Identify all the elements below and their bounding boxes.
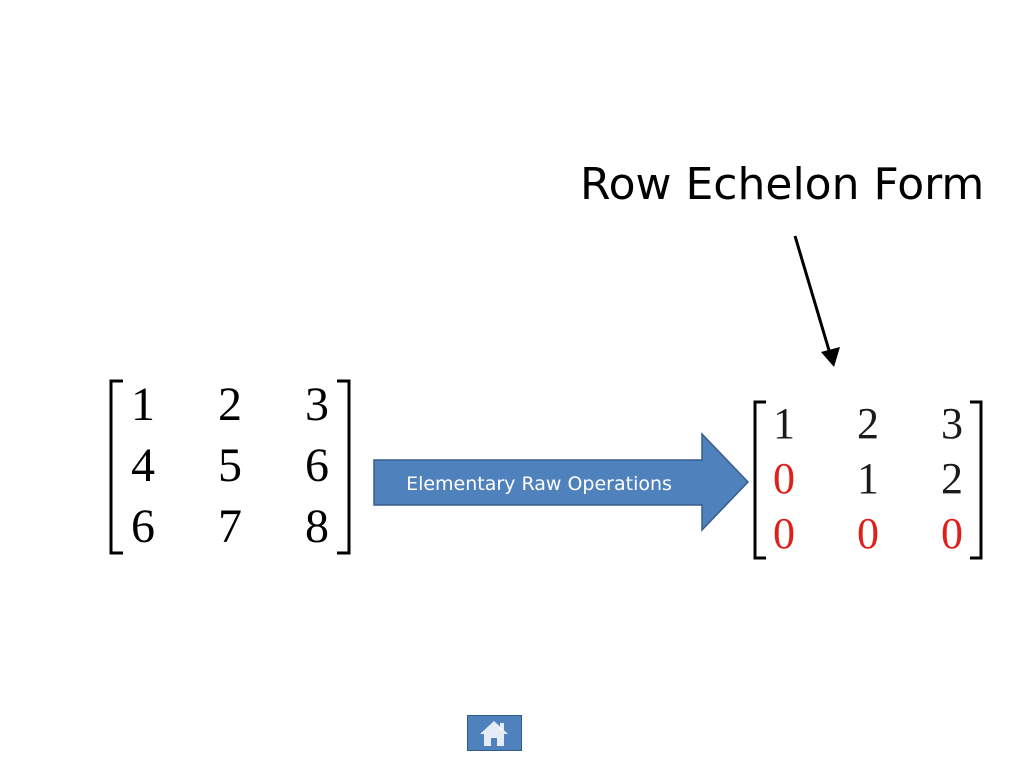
matrix-cell: 2 — [857, 399, 879, 448]
matrix-cell: 4 — [131, 439, 155, 492]
matrix-cell: 2 — [218, 378, 242, 431]
matrix-cell: 3 — [941, 399, 963, 448]
matrix-cell: 6 — [131, 500, 155, 553]
original-matrix: 1 2 3 4 5 6 6 7 8 — [105, 375, 355, 560]
matrix-cell: 0 — [773, 454, 795, 503]
matrix-cell: 1 — [857, 454, 879, 503]
matrix-cell: 0 — [941, 509, 963, 558]
row-echelon-matrix: 1 2 3 0 1 2 0 0 0 — [750, 397, 986, 565]
home-icon — [467, 715, 522, 751]
arrow-label: Elementary Raw Operations — [406, 473, 672, 495]
matrix-cell: 1 — [773, 399, 795, 448]
matrix-cell: 6 — [305, 439, 329, 492]
matrix-brackets — [753, 400, 983, 560]
slide-title: Row Echelon Form — [580, 159, 985, 210]
matrix-cell: 1 — [131, 378, 155, 431]
matrix-cell: 0 — [773, 509, 795, 558]
matrix-cell: 3 — [305, 378, 329, 431]
matrix-brackets — [109, 379, 351, 555]
matrix-cell: 5 — [218, 439, 242, 492]
matrix-cell: 2 — [941, 454, 963, 503]
home-button[interactable] — [467, 715, 522, 751]
matrix-cell: 7 — [218, 500, 242, 553]
matrix-cell: 8 — [305, 500, 329, 553]
matrix-cell: 0 — [857, 509, 879, 558]
